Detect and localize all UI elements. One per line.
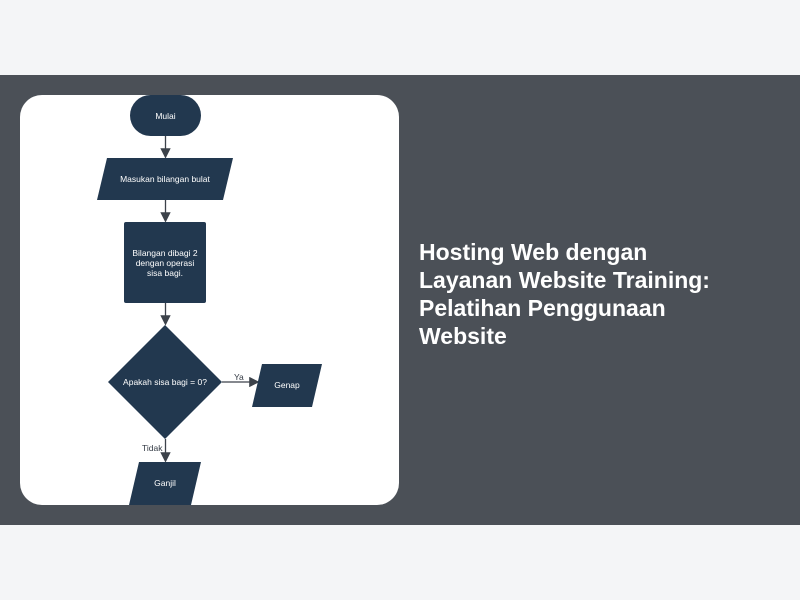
input-parallelogram xyxy=(97,158,233,200)
page-title-line-3: Pelatihan Penggunaan xyxy=(419,295,666,321)
yes-branch-label: Ya xyxy=(234,372,244,382)
process-box-line-1: Bilangan dibagi 2 xyxy=(132,248,197,258)
ganjil-output-label: Ganjil xyxy=(154,478,176,488)
start-terminal-label: Mulai xyxy=(155,111,175,121)
flowchart-image: Mulai Masukan bilangan bulat Bilangan di… xyxy=(20,95,399,505)
process-box-line-2: dengan operasi xyxy=(136,258,195,268)
process-box-line-3: sisa bagi. xyxy=(147,268,183,278)
page-title-line-4: Website xyxy=(419,323,507,349)
page-title-line-2: Layanan Website Training: xyxy=(419,267,710,293)
flowchart-diagram: Mulai Masukan bilangan bulat Bilangan di… xyxy=(97,95,322,505)
no-branch-label: Tidak xyxy=(142,443,163,453)
start-terminal xyxy=(130,95,201,136)
genap-output-label: Genap xyxy=(274,380,300,390)
genap-output xyxy=(252,364,322,407)
page-title-line-1: Hosting Web dengan xyxy=(419,239,648,265)
process-box xyxy=(124,222,206,303)
decision-diamond xyxy=(108,325,222,439)
input-parallelogram-label: Masukan bilangan bulat xyxy=(120,174,210,184)
page-title: Hosting Web dengan Layanan Website Train… xyxy=(419,238,779,350)
ganjil-output xyxy=(129,462,201,505)
decision-diamond-label: Apakah sisa bagi = 0? xyxy=(123,377,207,387)
